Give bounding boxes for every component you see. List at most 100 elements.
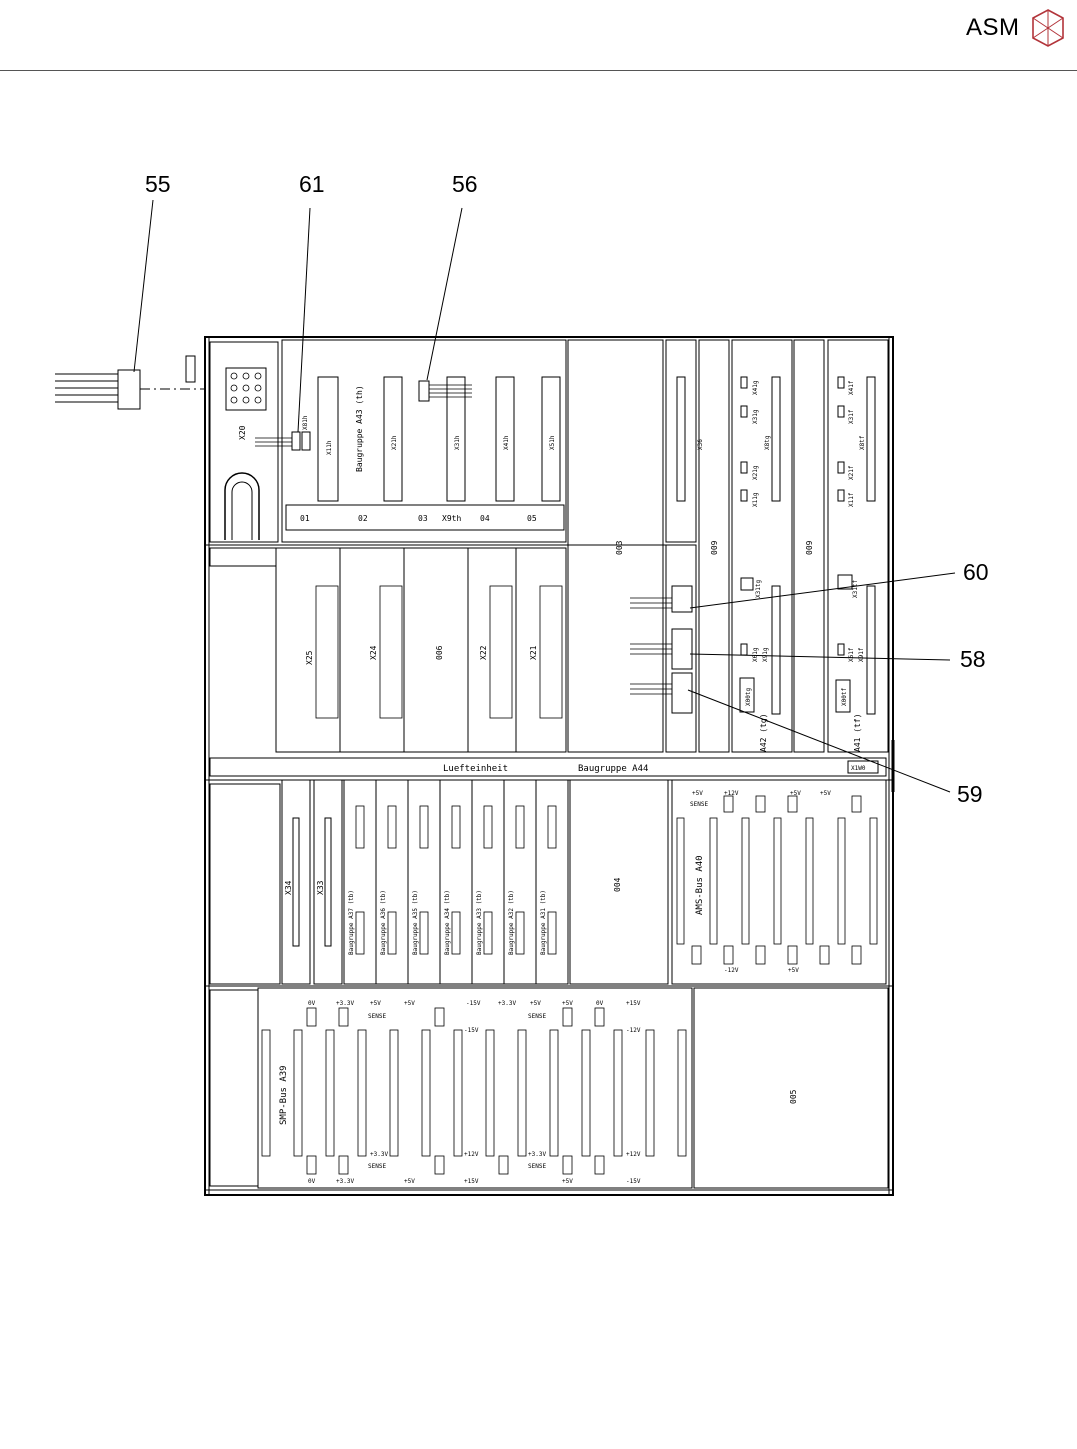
label-x41g: X41g xyxy=(752,380,759,395)
top-section: X20 X81h X11h Baugruppe A43 (th) X21h X3… xyxy=(185,339,889,753)
label-x1w0: X1W0 xyxy=(851,765,866,772)
label-smp-5v-4: +5V xyxy=(562,1000,573,1007)
label-x21: X21 xyxy=(529,645,538,660)
strip-label-2: 02 xyxy=(358,514,368,523)
label-a36: Baugruppe A36 (tb) xyxy=(380,890,387,955)
label-009-b: 009 xyxy=(805,540,814,555)
label-x31g: X31g xyxy=(752,409,759,424)
label-x25: X25 xyxy=(305,650,314,665)
label-ams-sense: SENSE xyxy=(690,801,708,808)
label-ams-bus: AMS-Bus A40 xyxy=(695,855,705,915)
label-x24: X24 xyxy=(369,645,378,660)
label-smp-12v-2: +12V xyxy=(626,1151,641,1158)
label-smp-sense-1: SENSE xyxy=(368,1013,386,1020)
callout-59: 59 xyxy=(957,781,983,807)
label-x36: X36 xyxy=(697,439,704,450)
bottom-section: SMP-Bus A39 0V +3.3V +5V SENSE +5V -15V … xyxy=(205,985,893,1189)
label-x31tg: X31tg xyxy=(755,580,762,598)
label-003: 003 xyxy=(615,540,624,555)
label-x51h: X51h xyxy=(549,435,556,450)
brand-logo-text: ASM xyxy=(966,14,1020,41)
label-x11h: X11h xyxy=(326,440,333,455)
label-smp-15v-1: +15V xyxy=(626,1000,641,1007)
label-x31h: X31h xyxy=(454,435,461,450)
label-smp-bus: SMP-Bus A39 xyxy=(279,1065,289,1125)
label-a43: Baugruppe A43 (th) xyxy=(355,385,364,472)
label-smp-12v-1: +12V xyxy=(464,1151,479,1158)
label-smp-0v-2: 0V xyxy=(596,1000,604,1007)
label-smp-0v-3: 0V xyxy=(308,1178,316,1185)
label-x22: X22 xyxy=(479,645,488,660)
label-smp-0v-1: 0V xyxy=(308,1000,316,1007)
cabinet-frame xyxy=(204,336,895,1196)
strip-label-4: 04 xyxy=(480,514,490,523)
label-005: 005 xyxy=(789,1089,798,1104)
label-smp-5v-2: +5V xyxy=(404,1000,415,1007)
label-006: 006 xyxy=(435,645,444,660)
page-header: ASM xyxy=(0,0,1077,71)
label-x8tf: X8tf xyxy=(859,435,866,450)
label-smp-m12v-1: -12V xyxy=(626,1027,641,1034)
label-a35: Baugruppe A35 (tb) xyxy=(412,890,419,955)
callout-61: 61 xyxy=(299,171,325,197)
label-x00tf: X00tf xyxy=(841,688,848,706)
callout-60: 60 xyxy=(963,559,989,585)
label-x31tf: X31tf xyxy=(852,580,859,598)
label-smp-m15v-2: -15V xyxy=(464,1027,479,1034)
leader-lines xyxy=(133,199,956,793)
label-x61g: X61g xyxy=(752,647,759,662)
label-x8tg: X8tg xyxy=(764,435,771,450)
label-a31: Baugruppe A31 (tb) xyxy=(540,890,547,955)
label-ams-5v-c: +5V xyxy=(820,790,831,797)
middle-section: X25 X24 006 X22 X21 X31tg X61g X91g X00t… xyxy=(205,544,876,753)
label-a37: Baugruppe A37 (tb) xyxy=(348,890,355,955)
label-x31f: X31f xyxy=(848,409,855,424)
label-x34: X34 xyxy=(284,880,293,895)
label-smp-5v-3: +5V xyxy=(530,1000,541,1007)
label-a41: A41 (tf) xyxy=(853,713,862,752)
label-x20: X20 xyxy=(238,425,247,440)
label-x21f: X21f xyxy=(848,465,855,480)
label-smp-sense-3: SENSE xyxy=(368,1163,386,1170)
label-a44: Baugruppe A44 xyxy=(578,764,648,774)
label-a32: Baugruppe A32 (tb) xyxy=(508,890,515,955)
label-smp-m15v-1: -15V xyxy=(466,1000,481,1007)
label-x11g: X11g xyxy=(752,492,759,507)
label-a34: Baugruppe A34 (tb) xyxy=(444,890,451,955)
label-smp-15v-2: +15V xyxy=(464,1178,479,1185)
label-x21g: X21g xyxy=(752,465,759,480)
callout-55: 55 xyxy=(145,171,171,197)
label-x33: X33 xyxy=(316,880,325,895)
label-x00tg: X00tg xyxy=(745,688,752,706)
asm-cube-icon xyxy=(1032,9,1064,47)
label-ams-5v-b: +5V xyxy=(790,790,801,797)
label-ams-5v: +5V xyxy=(692,790,703,797)
strip-label-3: 03 xyxy=(418,514,428,523)
callout-58: 58 xyxy=(960,646,986,672)
label-ams-m12v: -12V xyxy=(724,967,739,974)
strip-label-5: 05 xyxy=(527,514,537,523)
label-x21h: X21h xyxy=(391,435,398,450)
label-a42: A42 (tg) xyxy=(759,713,768,752)
label-smp-5v-1: +5V xyxy=(370,1000,381,1007)
label-004: 004 xyxy=(613,877,622,892)
label-x91g: X91g xyxy=(762,647,769,662)
label-smp-33v-1: +3.3V xyxy=(336,1000,354,1007)
card-section: X34 X33 Baugruppe A37 (tb) Baugruppe A36… xyxy=(205,779,893,985)
cable-plug-55 xyxy=(55,369,205,410)
label-smp-33v-4: +3.3V xyxy=(370,1151,388,1158)
label-x91f: X91f xyxy=(858,647,865,662)
label-smp-sense-2: SENSE xyxy=(528,1013,546,1020)
fan-unit-a44: Luefteinheit Baugruppe A44 X1W0 xyxy=(209,757,887,777)
label-smp-5v-6: +5V xyxy=(562,1178,573,1185)
label-ams-12v: +12V xyxy=(724,790,739,797)
callout-56: 56 xyxy=(452,171,478,197)
label-009-a: 009 xyxy=(710,540,719,555)
strip-label-1: 01 xyxy=(300,514,310,523)
label-x81h: X81h xyxy=(302,415,309,430)
label-x41h: X41h xyxy=(503,435,510,450)
label-smp-sense-4: SENSE xyxy=(528,1163,546,1170)
label-smp-33v-3: +3.3V xyxy=(336,1178,354,1185)
label-x9th: X9th xyxy=(442,514,461,523)
